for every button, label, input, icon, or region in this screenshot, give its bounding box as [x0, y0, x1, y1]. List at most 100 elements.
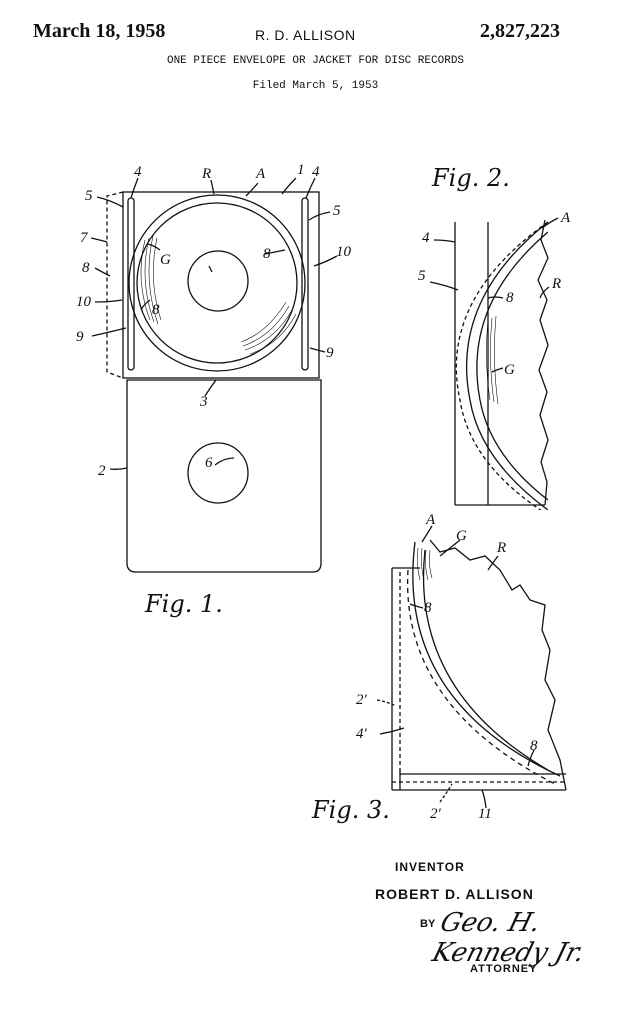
- fig1-drawing: [90, 177, 338, 573]
- fig2-leader-4: [433, 239, 456, 243]
- fig3-leader-2prime-bottom: [439, 783, 453, 803]
- leader-7: [90, 237, 108, 243]
- fig3-label-4prime: 4': [356, 726, 368, 742]
- leader-10-left: [94, 299, 123, 303]
- fig1-label-5-right: 5: [333, 203, 341, 219]
- fig3-label-8-top: 8: [424, 600, 432, 616]
- fig2-leader-r: [539, 286, 550, 299]
- fig1-label-8-left: 8: [82, 260, 90, 276]
- fig1-label-7: 7: [80, 230, 89, 246]
- leader-5-right: [308, 211, 331, 221]
- filed-date: Filed March 5, 1953: [252, 80, 379, 92]
- fig2-dashed-arc: [455, 221, 548, 510]
- fig1-record-label: [187, 250, 249, 312]
- fig1-label-10-right: 10: [336, 244, 352, 260]
- patent-number: 2,827,223: [480, 20, 560, 42]
- fig1-lower-panel: [126, 379, 322, 573]
- inventor-name: ROBERT D. ALLISON: [375, 886, 534, 902]
- fig2-caption: Fig. 2.: [431, 164, 510, 192]
- fig2-label-5: 5: [418, 268, 426, 284]
- fig3-label-11: 11: [478, 806, 492, 822]
- fig1-label-2: 2: [98, 463, 106, 479]
- fig1-flap-outline: [106, 191, 124, 379]
- fig3-label-2prime-bottom: 2': [430, 806, 442, 822]
- fig1-right-slot: [301, 197, 309, 371]
- fig1-upper-pocket: [122, 191, 320, 379]
- patent-date: March 18, 1958: [33, 20, 166, 42]
- fig1-record-outer: [128, 194, 306, 372]
- fig1-label-4-right: 4: [312, 164, 320, 180]
- fig1-label-8-inner: 8: [152, 302, 160, 318]
- fig2-label-g: G: [504, 362, 515, 378]
- leader-4-left: [130, 177, 139, 199]
- by-label: BY: [420, 918, 436, 930]
- fig2-label-4: 4: [422, 230, 430, 246]
- leader-3: [204, 379, 217, 397]
- fig3-label-2prime: 2': [356, 692, 368, 708]
- leader-r: [210, 179, 215, 195]
- leader-8-left: [94, 267, 111, 277]
- fig1-label-a: A: [255, 166, 266, 182]
- fig1-caption: Fig. 1.: [144, 590, 223, 618]
- fig2-leader-5: [429, 281, 459, 291]
- fig2-torn-edge: [537, 219, 549, 506]
- fig3-leader-2prime: [376, 699, 397, 707]
- inventor-label: INVENTOR: [395, 860, 465, 874]
- fig1-record-inner: [136, 202, 298, 364]
- fig2-label-r: R: [551, 276, 561, 292]
- fig1-label-9-right: 9: [326, 345, 334, 361]
- fig3-caption: Fig. 3.: [311, 796, 390, 824]
- fig3-label-8-bottom: 8: [530, 738, 538, 754]
- fig3-torn-edge: [429, 539, 567, 791]
- fig3-record-inner: [422, 549, 549, 771]
- fig1-label-1: 1: [297, 162, 305, 178]
- fig1-label-3: 3: [199, 394, 208, 410]
- fig2-leader-g: [491, 367, 504, 373]
- fig2-leader-8: [487, 296, 504, 299]
- patent-title: ONE PIECE ENVELOPE OR JACKET FOR DISC RE…: [166, 55, 465, 67]
- fig3-label-a: A: [425, 512, 436, 528]
- fig2-record-inner: [476, 231, 548, 501]
- fig1-center-hole: [208, 265, 213, 273]
- fig3-leader-g: [439, 539, 461, 557]
- attorney-label: ATTORNEY: [470, 963, 538, 975]
- fig3-drawing: [376, 525, 567, 809]
- fig1-label-g: G: [160, 252, 171, 268]
- fig1-label-r: R: [201, 166, 211, 182]
- fig3-label-g: G: [456, 528, 467, 544]
- fig1-thumb-hole: [187, 442, 249, 504]
- fig2-groove-shading: [486, 315, 499, 405]
- fig1-label-4-left: 4: [134, 164, 142, 180]
- leader-8-inner: [140, 299, 151, 311]
- fig1-label-6: 6: [205, 455, 213, 471]
- fig1-label-9-left: 9: [76, 329, 84, 345]
- fig3-leader-8-bottom: [527, 749, 535, 767]
- fig2-leader-a: [541, 217, 559, 229]
- fig3-dashed-arc: [406, 569, 556, 785]
- leader-5-left: [96, 196, 124, 208]
- fig3-label-r: R: [496, 540, 506, 556]
- fig2-label-8: 8: [506, 290, 514, 306]
- leader-1: [281, 177, 297, 195]
- fig3-leader-4prime: [379, 727, 405, 735]
- fig3-groove-shading: [417, 547, 433, 581]
- leader-4-right: [305, 177, 316, 199]
- leader-8-right: [264, 249, 286, 255]
- attorney-signature: Geo. H. Kennedy Jr.: [428, 908, 588, 968]
- leader-10-right: [313, 255, 338, 267]
- fig3-leader-a: [421, 525, 433, 543]
- fig3-record-outer: [412, 541, 561, 777]
- leader-6: [214, 457, 235, 466]
- fig1-label-8-right: 8: [263, 246, 271, 262]
- fig2-record-outer: [466, 221, 548, 510]
- leader-9-left: [91, 327, 127, 337]
- fig3-leader-11: [481, 789, 487, 809]
- fig3-leader-8-top: [409, 603, 424, 609]
- leader-2: [109, 467, 128, 470]
- leader-a: [245, 182, 259, 197]
- fig3-leader-r: [487, 555, 499, 571]
- leader-g: [147, 243, 161, 251]
- fig2-label-a: A: [560, 210, 571, 226]
- leader-9-right: [309, 347, 326, 353]
